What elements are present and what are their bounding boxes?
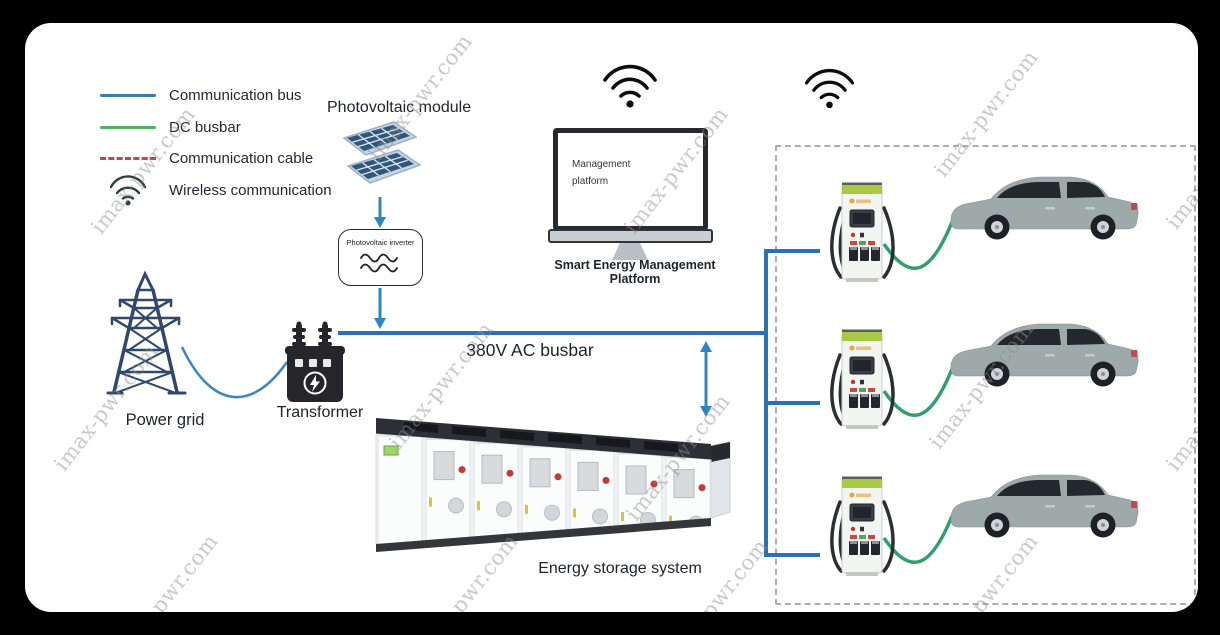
busbar-storage-double-arrow <box>700 341 712 417</box>
legend-item-wireless: Wireless communication <box>100 173 332 207</box>
legend-label: Wireless communication <box>169 181 332 199</box>
transmission-tower-icon <box>106 270 187 395</box>
dc-busbar-line-swatch <box>100 125 156 130</box>
monitor-screen-text: Management platform <box>572 159 631 187</box>
car-icon <box>950 176 1139 240</box>
ac-busbar-label: 380V AC busbar <box>466 340 594 360</box>
charging-row-1 <box>830 176 1139 282</box>
power-grid-label: Power grid <box>125 411 205 429</box>
charging-row-2 <box>830 323 1139 429</box>
inverter-to-busbar-arrow <box>374 288 386 329</box>
communication-bus-line-swatch <box>100 93 156 98</box>
car-icon <box>950 474 1139 538</box>
legend-label: DC busbar <box>169 119 241 136</box>
legend-label: Communication cable <box>169 150 314 167</box>
legend-item-dc-busbar: DC busbar <box>100 119 241 136</box>
legend-item-communication-bus: Communication bus <box>100 87 302 104</box>
ac-busbar-network-line <box>338 249 820 557</box>
management-platform-caption: Smart Energy Management Platform <box>554 258 716 286</box>
charging-row-3 <box>830 474 1139 576</box>
wifi-icon <box>109 175 147 206</box>
pv-module-label: Photovoltaic module <box>327 99 472 116</box>
pv-inverter-label: Photovoltaic inverter <box>346 238 415 247</box>
ev-charger-icon <box>830 182 895 282</box>
diagram-card: Communication bus DC busbar Communicatio… <box>25 23 1198 612</box>
ev-charger-icon <box>830 476 895 576</box>
ac-wave-icon <box>360 253 398 273</box>
communication-cable-swatch <box>100 157 156 160</box>
wifi-icon <box>804 69 855 109</box>
pv-inverter-box: Photovoltaic inverter <box>338 229 423 286</box>
energy-storage-label: Energy storage system <box>538 560 702 577</box>
legend-label: Communication bus <box>169 87 302 104</box>
energy-storage-illustration <box>375 418 731 552</box>
pv-to-inverter-arrow <box>374 197 386 228</box>
transformer-icon <box>285 321 345 402</box>
transformer-label: Transformer <box>276 404 364 421</box>
management-platform-monitor: Management platform <box>553 128 708 231</box>
ev-charging-zone-box <box>775 145 1196 605</box>
car-icon <box>950 323 1139 387</box>
monitor-stand <box>612 243 648 260</box>
connections-layer <box>180 197 820 557</box>
grid-to-transformer-cable <box>180 346 289 399</box>
legend-item-communication-cable: Communication cable <box>100 150 313 167</box>
solar-panel-icon <box>342 121 422 184</box>
monitor-base-strip <box>548 229 713 243</box>
wifi-icon <box>603 64 657 108</box>
ev-charger-icon <box>830 329 895 429</box>
